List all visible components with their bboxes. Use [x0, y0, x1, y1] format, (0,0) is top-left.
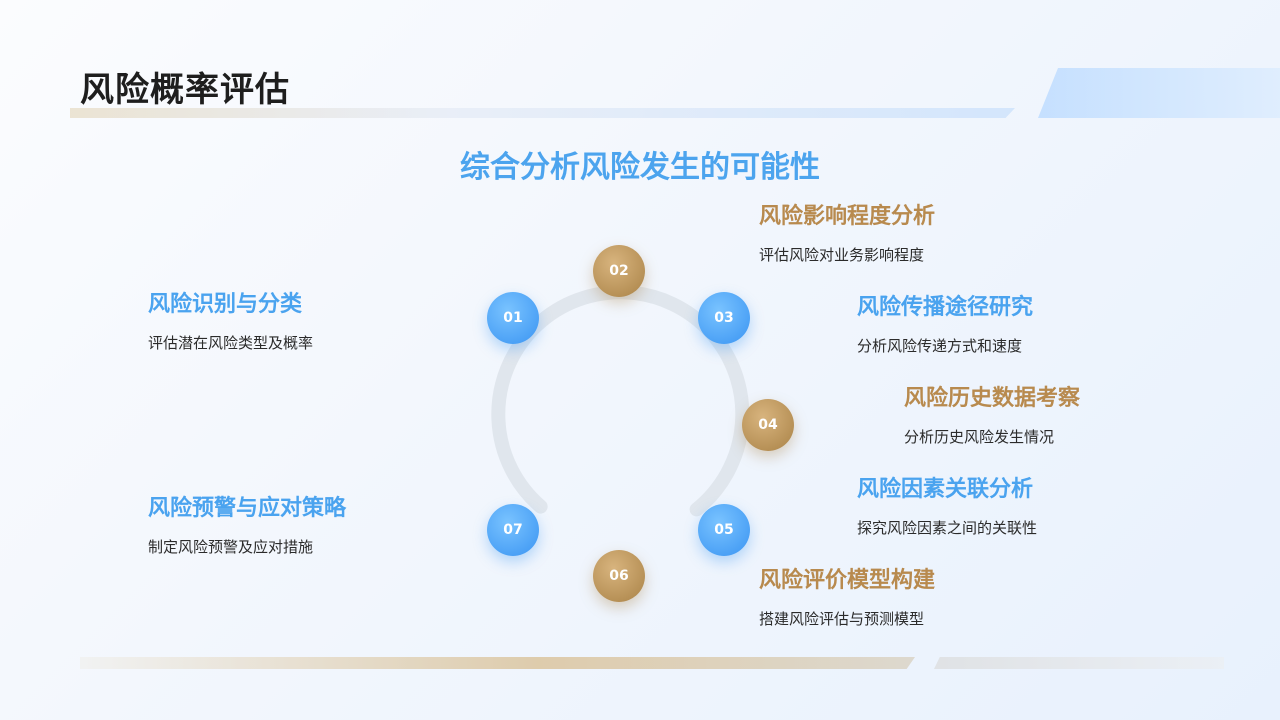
step-number: 03	[714, 310, 734, 326]
step-node-02: 02	[593, 245, 645, 297]
step-title: 风险因素关联分析	[857, 477, 1034, 502]
step-item-04: 风险历史数据考察 分析历史风险发生情况	[904, 380, 1080, 447]
step-node-01: 01	[487, 292, 539, 344]
step-node-05: 05	[698, 504, 750, 556]
slide-subtitle: 综合分析风险发生的可能性	[460, 150, 820, 185]
step-node-04: 04	[742, 399, 794, 451]
step-description: 评估风险对业务影响程度	[759, 246, 925, 264]
step-description: 评估潜在风险类型及概率	[148, 334, 314, 352]
step-item-03: 风险传播途径研究 分析风险传递方式和速度	[857, 289, 1033, 356]
step-node-03: 03	[698, 292, 750, 344]
step-item-06: 风险评价模型构建 搭建风险评估与预测模型	[759, 562, 935, 629]
step-description: 探究风险因素之间的关联性	[857, 519, 1038, 537]
bottom-decoration-bar-right	[934, 657, 1224, 669]
step-description: 制定风险预警及应对措施	[148, 538, 314, 556]
step-number: 04	[758, 417, 778, 433]
step-title: 风险影响程度分析	[759, 204, 936, 229]
step-title: 风险评价模型构建	[759, 568, 936, 593]
step-number: 06	[609, 568, 629, 584]
step-item-01: 风险识别与分类 评估潜在风险类型及概率	[148, 286, 313, 353]
step-number: 01	[503, 310, 523, 326]
step-title: 风险传播途径研究	[857, 295, 1034, 320]
step-number: 07	[503, 522, 523, 538]
step-item-05: 风险因素关联分析 探究风险因素之间的关联性	[857, 471, 1037, 538]
step-node-07: 07	[487, 504, 539, 556]
step-title: 风险历史数据考察	[904, 386, 1081, 411]
step-description: 分析风险传递方式和速度	[857, 337, 1023, 355]
bottom-decoration-bar	[80, 657, 915, 669]
step-description: 搭建风险评估与预测模型	[759, 610, 925, 628]
step-title: 风险预警与应对策略	[148, 496, 347, 521]
step-item-02: 风险影响程度分析 评估风险对业务影响程度	[759, 198, 935, 265]
title-underline	[70, 108, 1015, 118]
step-item-07: 风险预警与应对策略 制定风险预警及应对措施	[148, 490, 346, 557]
step-number: 05	[714, 522, 734, 538]
step-description: 分析历史风险发生情况	[904, 428, 1055, 446]
step-number: 02	[609, 263, 629, 279]
step-node-06: 06	[593, 550, 645, 602]
page-title: 风险概率评估	[80, 70, 290, 110]
corner-decoration	[1038, 68, 1280, 118]
step-title: 风险识别与分类	[148, 292, 303, 317]
